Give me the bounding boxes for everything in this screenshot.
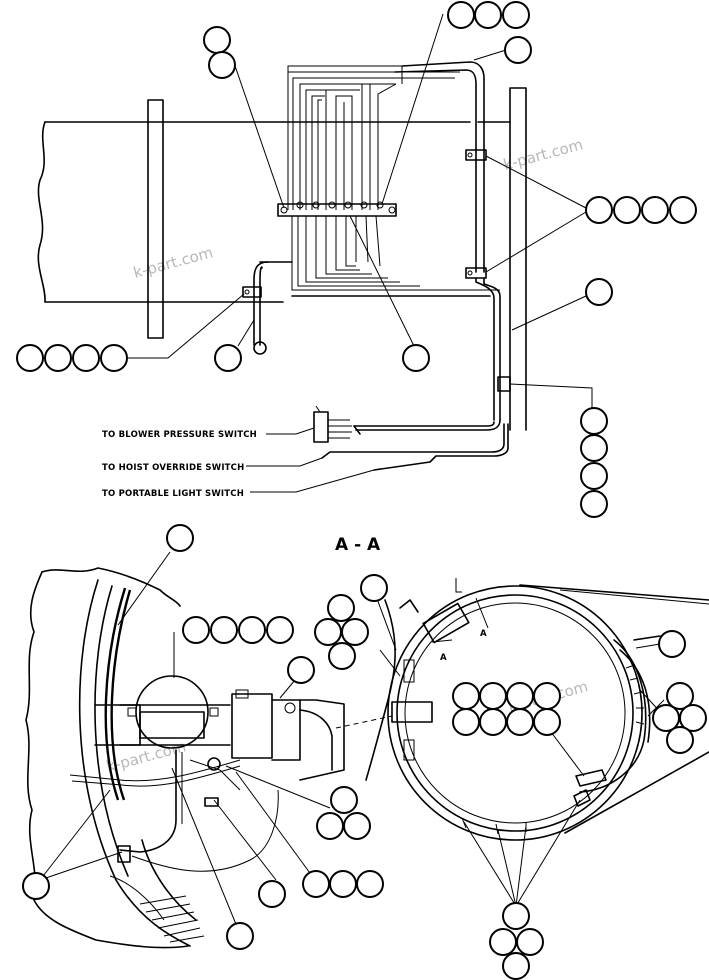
callout-balloon bbox=[72, 344, 100, 372]
callout-balloon bbox=[585, 196, 613, 224]
callout-balloon bbox=[580, 490, 608, 518]
callout-balloon bbox=[580, 434, 608, 462]
callout-balloon bbox=[328, 642, 356, 670]
callout-balloons-top bbox=[16, 1, 697, 518]
watermark: k-part.com bbox=[131, 243, 215, 282]
callout-balloon bbox=[327, 594, 355, 622]
callout-balloon bbox=[447, 1, 475, 29]
section-a-a-view: A A bbox=[365, 578, 709, 841]
callout-balloon bbox=[287, 656, 315, 684]
callout-balloon bbox=[210, 616, 238, 644]
callout-balloon bbox=[182, 616, 210, 644]
callout-balloon bbox=[22, 872, 50, 900]
callout-balloon bbox=[226, 922, 254, 950]
callout-balloon bbox=[330, 786, 358, 814]
callout-balloon bbox=[214, 344, 242, 372]
callout-balloons-bottom-right bbox=[314, 574, 707, 980]
callout-balloon bbox=[203, 26, 231, 54]
callout-balloon bbox=[506, 682, 534, 710]
callout-balloon bbox=[504, 36, 532, 64]
callout-balloon bbox=[489, 928, 517, 956]
callout-balloon bbox=[613, 196, 641, 224]
bottom-left-assembly bbox=[25, 567, 393, 949]
callout-balloon bbox=[258, 880, 286, 908]
callout-balloon bbox=[44, 344, 72, 372]
callout-balloon bbox=[266, 616, 294, 644]
callout-balloon bbox=[100, 344, 128, 372]
callout-balloon bbox=[666, 682, 694, 710]
callout-balloon bbox=[341, 618, 369, 646]
leader-lines-bottom-right bbox=[375, 595, 665, 907]
label-hoist-override-switch: TO HOIST OVERRIDE SWITCH bbox=[102, 463, 244, 473]
callout-balloon bbox=[506, 708, 534, 736]
callout-balloon bbox=[666, 726, 694, 754]
callout-balloon bbox=[356, 870, 384, 898]
callout-balloon bbox=[580, 407, 608, 435]
callout-balloon bbox=[316, 812, 344, 840]
callout-balloon bbox=[360, 574, 388, 602]
label-portable-light-switch: TO PORTABLE LIGHT SWITCH bbox=[102, 489, 244, 499]
callout-balloon bbox=[314, 618, 342, 646]
callout-balloon bbox=[658, 630, 686, 658]
callout-balloon bbox=[669, 196, 697, 224]
section-mark-a: A bbox=[440, 653, 447, 663]
callout-balloon bbox=[329, 870, 357, 898]
callout-balloon bbox=[502, 952, 530, 980]
callout-balloon bbox=[533, 708, 561, 736]
callout-balloon bbox=[452, 682, 480, 710]
callout-balloon bbox=[580, 462, 608, 490]
callout-balloon bbox=[502, 1, 530, 29]
wire-harness bbox=[242, 61, 511, 471]
frame-beam bbox=[37, 87, 527, 431]
section-label: A - A bbox=[335, 535, 381, 555]
callout-balloon bbox=[208, 51, 236, 79]
callout-balloon bbox=[238, 616, 266, 644]
callout-balloon bbox=[452, 708, 480, 736]
callout-balloon bbox=[302, 870, 330, 898]
callout-balloon bbox=[16, 344, 44, 372]
section-mark-a: A bbox=[480, 629, 487, 639]
callout-balloon bbox=[585, 278, 613, 306]
callout-balloon bbox=[479, 708, 507, 736]
callout-balloon bbox=[343, 812, 371, 840]
callout-balloons-bottom-left bbox=[22, 524, 384, 950]
callout-balloon bbox=[502, 902, 530, 930]
callout-balloon bbox=[166, 524, 194, 552]
callout-balloon bbox=[516, 928, 544, 956]
label-blower-pressure-switch: TO BLOWER PRESSURE SWITCH bbox=[102, 430, 257, 440]
callout-balloon bbox=[402, 344, 430, 372]
callout-balloon bbox=[533, 682, 561, 710]
callout-balloon bbox=[679, 704, 707, 732]
watermark: k-part.com bbox=[501, 135, 585, 174]
callout-balloon bbox=[474, 1, 502, 29]
leader-lines-top bbox=[128, 13, 593, 493]
leader-lines-bottom-left bbox=[39, 551, 331, 935]
callout-balloon bbox=[641, 196, 669, 224]
callout-balloon bbox=[479, 682, 507, 710]
